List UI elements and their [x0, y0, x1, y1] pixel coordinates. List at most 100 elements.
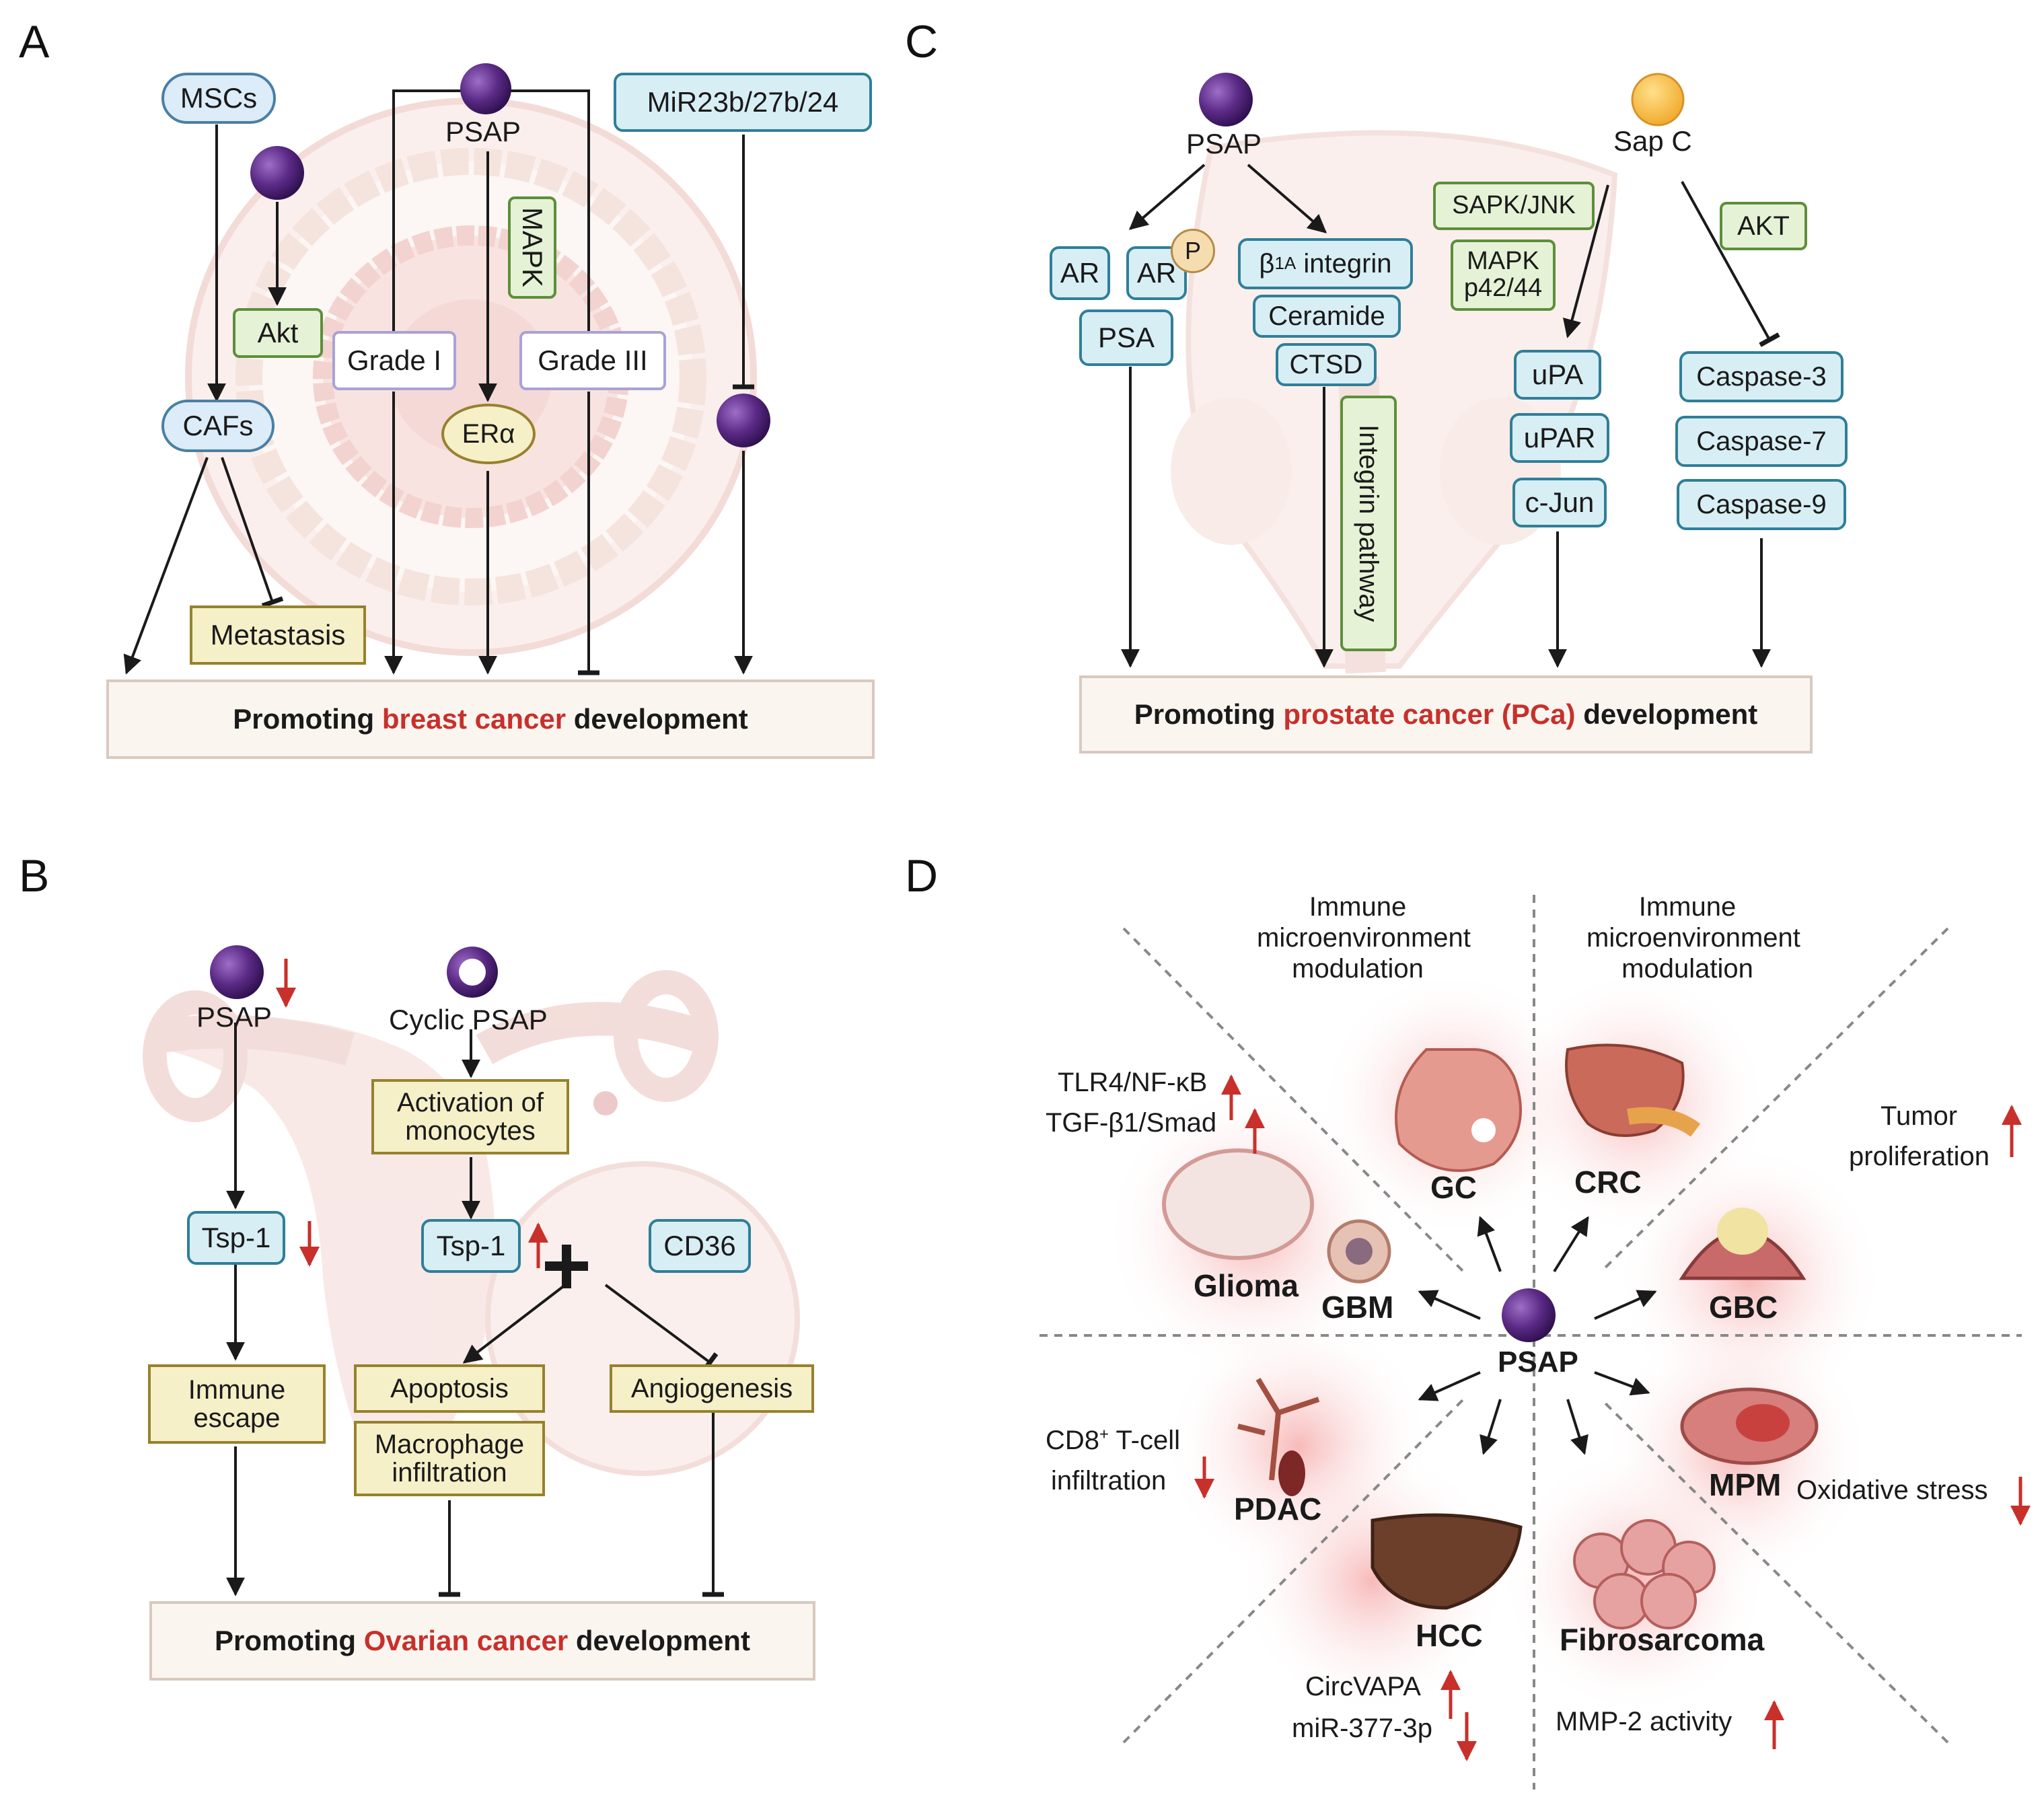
- sapc-label: Sap C: [1613, 125, 1692, 157]
- organ-hcc: HCC: [1416, 1618, 1483, 1653]
- immune-line2: escape: [193, 1403, 281, 1433]
- outcome-cancer-type: prostate cancer (PCa): [1283, 698, 1576, 730]
- activation-line1: Activation of: [397, 1088, 544, 1117]
- tlr4-label: TLR4/NF-κB: [1058, 1068, 1208, 1097]
- integrin-label: integrin: [1296, 249, 1392, 279]
- cd8-label: CD8+ T-cell: [1046, 1425, 1180, 1456]
- ar-node: AR: [1050, 246, 1110, 300]
- mapk-line2: p42/44: [1463, 274, 1543, 302]
- oxidative-label: Oxidative stress: [1796, 1475, 1988, 1505]
- caspase9-node: Caspase-9: [1677, 479, 1846, 530]
- caspase3-node: Caspase-3: [1679, 351, 1844, 402]
- outcome-suffix: development: [568, 1625, 750, 1656]
- panel-c-arrows: [1121, 163, 1780, 668]
- tgfb-label: TGF-β1/Smad: [1046, 1108, 1217, 1138]
- outcome-cancer-type: breast cancer: [381, 703, 567, 735]
- msc-node: MSCs: [161, 73, 276, 124]
- outcome-prefix: Promoting: [233, 703, 382, 735]
- stomach-drawing: [1395, 1048, 1522, 1172]
- panel-d-arrows: [1418, 1216, 1657, 1455]
- cd36-node: CD36: [649, 1219, 751, 1273]
- phospho-badge: P: [1171, 229, 1215, 273]
- tumor-label-2: proliferation: [1849, 1142, 1990, 1171]
- ovarian-cancer-outcome: Promoting Ovarian cancer development: [149, 1601, 815, 1681]
- psa-node: PSA: [1079, 309, 1173, 366]
- apoptosis-node: Apoptosis: [354, 1364, 545, 1413]
- grade1-node: Grade I: [332, 331, 456, 390]
- outcome-cancer-type: Ovarian cancer: [363, 1625, 569, 1656]
- plus-sign: [545, 1245, 588, 1288]
- liver-drawing: [1371, 1513, 1523, 1610]
- upar-node: uPAR: [1510, 413, 1609, 463]
- panel-a-arrows: [123, 89, 754, 675]
- organ-fibrosarcoma: Fibrosarcoma: [1560, 1622, 1765, 1657]
- immune-left-line3: modulation: [1292, 954, 1424, 984]
- macrophage-node: Macrophage infiltration: [354, 1421, 545, 1496]
- ctsd-node: CTSD: [1276, 343, 1377, 386]
- mapk-node: MAPK: [508, 196, 556, 299]
- macrophage-line2: infiltration: [392, 1458, 507, 1487]
- red-indicator-arrows: [276, 959, 2031, 1761]
- panel-letter-b: B: [19, 850, 50, 902]
- prostate-cancer-outcome: Promoting prostate cancer (PCa) developm…: [1079, 675, 1813, 753]
- akt-node: Akt: [233, 308, 323, 358]
- organ-glioma: Glioma: [1194, 1268, 1299, 1303]
- ceramide-node: Ceramide: [1253, 295, 1401, 338]
- metastasis-node: Metastasis: [190, 605, 366, 665]
- tumor-label-1: Tumor: [1881, 1101, 1958, 1131]
- immune-modulation-right: Immune microenvironment modulation: [1586, 891, 1800, 984]
- angiogenesis-node: Angiogenesis: [610, 1364, 814, 1413]
- immune-left-line2: microenvironment: [1257, 923, 1471, 953]
- grade3-node: Grade III: [519, 331, 666, 390]
- cd8-tcell: T-cell: [1109, 1426, 1181, 1455]
- cyclic-psap-label: Cyclic PSAP: [389, 1004, 548, 1035]
- organ-crc: CRC: [1574, 1165, 1642, 1200]
- immune-left-line1: Immune: [1309, 892, 1407, 922]
- panel-b-arrows: [226, 1023, 724, 1597]
- macrophage-line1: Macrophage: [374, 1430, 525, 1459]
- panel-letter-a: A: [19, 16, 50, 67]
- outcome-suffix: development: [566, 703, 748, 735]
- mapk-line1: MAPK: [1467, 247, 1539, 276]
- psap-label-a: PSAP: [445, 116, 521, 147]
- immune-escape-node: Immune escape: [148, 1364, 326, 1444]
- cd8-text: CD8: [1046, 1426, 1100, 1455]
- cafs-node: CAFs: [161, 400, 275, 452]
- psap-spheres: [210, 63, 1685, 1342]
- activation-line2: monocytes: [405, 1116, 536, 1146]
- outcome-suffix: development: [1575, 698, 1758, 730]
- mapk-p42-node: MAPK p42/44: [1451, 240, 1556, 311]
- breast-cancer-outcome: Promoting breast cancer development: [106, 679, 875, 759]
- immune-modulation-left: Immune microenvironment modulation: [1257, 891, 1471, 984]
- panel-d-dividers: [1039, 895, 2022, 1790]
- sapk-jnk-node: SAPK/JNK: [1433, 182, 1595, 230]
- outcome-prefix: Promoting: [1134, 698, 1284, 730]
- cd8-line2: infiltration: [1051, 1466, 1167, 1496]
- tsp1-mid-node: Tsp-1: [421, 1219, 521, 1273]
- immune-line1: Immune: [188, 1375, 286, 1405]
- activation-node: Activation of monocytes: [371, 1079, 569, 1154]
- mir-node: MiR23b/27b/24: [614, 73, 872, 132]
- psap-label-c: PSAP: [1186, 128, 1262, 159]
- immune-right-line1: Immune: [1638, 892, 1737, 922]
- psap-label-b: PSAP: [196, 1001, 272, 1033]
- cd8-superscript: +: [1099, 1425, 1109, 1444]
- panel-letter-d: D: [905, 850, 939, 902]
- organ-drawings: [1162, 1043, 1819, 1629]
- upa-node: uPA: [1514, 350, 1601, 400]
- era-node: ERα: [441, 404, 536, 464]
- akt-node-c: AKT: [1720, 202, 1807, 250]
- tsp1-left-node: Tsp-1: [187, 1211, 285, 1265]
- circvapa-label: CircVAPA: [1305, 1672, 1421, 1701]
- mmp2-label: MMP-2 activity: [1556, 1707, 1732, 1736]
- organ-pdac: PDAC: [1234, 1492, 1322, 1526]
- integrin-subscript: 1A: [1274, 253, 1297, 274]
- organ-gc: GC: [1430, 1170, 1477, 1205]
- caspase7-node: Caspase-7: [1675, 416, 1848, 467]
- organ-gbm: GBM: [1321, 1290, 1394, 1325]
- integrin-beta: β: [1259, 249, 1275, 279]
- outcome-prefix: Promoting: [215, 1625, 364, 1656]
- mir377-label: miR-377-3p: [1292, 1714, 1432, 1743]
